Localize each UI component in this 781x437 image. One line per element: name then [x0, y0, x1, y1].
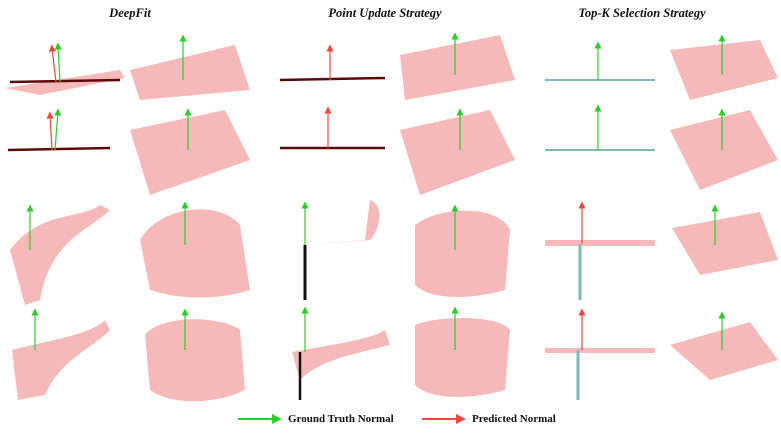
legend-predicted: Predicted Normal [422, 413, 556, 425]
panel-r2-topk-side [545, 104, 655, 151]
panel-r2-topk-front [670, 108, 778, 190]
panel-r3-topk-front [672, 204, 778, 275]
panel-r3-deepfit-side [10, 204, 110, 305]
figure-panels [5, 32, 778, 402]
panel-r2-pointupdate-side [280, 106, 385, 150]
green-arrow-icon [238, 414, 282, 424]
panel-r4-topk-front [670, 311, 778, 380]
legend-ground-truth: Ground Truth Normal [238, 413, 394, 425]
panel-r4-pointupdate-front [415, 306, 510, 397]
panel-r4-topk-side [545, 308, 655, 400]
legend-predicted-label: Predicted Normal [472, 413, 556, 425]
red-arrow-icon [422, 414, 466, 424]
panel-r1-pointupdate-front [400, 32, 515, 100]
panel-r4-deepfit-front [145, 308, 245, 402]
panel-r2-deepfit-front [130, 108, 250, 195]
panel-r3-pointupdate-front [415, 204, 510, 297]
panel-r1-pointupdate-side [279, 44, 386, 82]
column-title-deepfit: DeepFit [109, 6, 151, 20]
column-title-point-update: Point Update Strategy [328, 6, 442, 20]
panel-r3-topk-side [545, 201, 655, 300]
legend-ground-truth-label: Ground Truth Normal [288, 413, 394, 425]
panel-r3-deepfit-front [140, 201, 250, 298]
panel-r2-deepfit-side [7, 108, 111, 152]
column-title-topk: Top-K Selection Strategy [578, 6, 706, 20]
panel-r3-pointupdate-side [300, 200, 380, 300]
panel-r2-pointupdate-front [400, 108, 515, 195]
panel-r4-deepfit-side [12, 308, 110, 400]
panel-r1-deepfit-front [130, 34, 250, 100]
panel-r4-pointupdate-side [292, 306, 390, 400]
panel-r1-topk-front [670, 34, 778, 100]
panel-r1-deepfit-side [5, 42, 125, 95]
panel-r1-topk-side [545, 41, 655, 81]
